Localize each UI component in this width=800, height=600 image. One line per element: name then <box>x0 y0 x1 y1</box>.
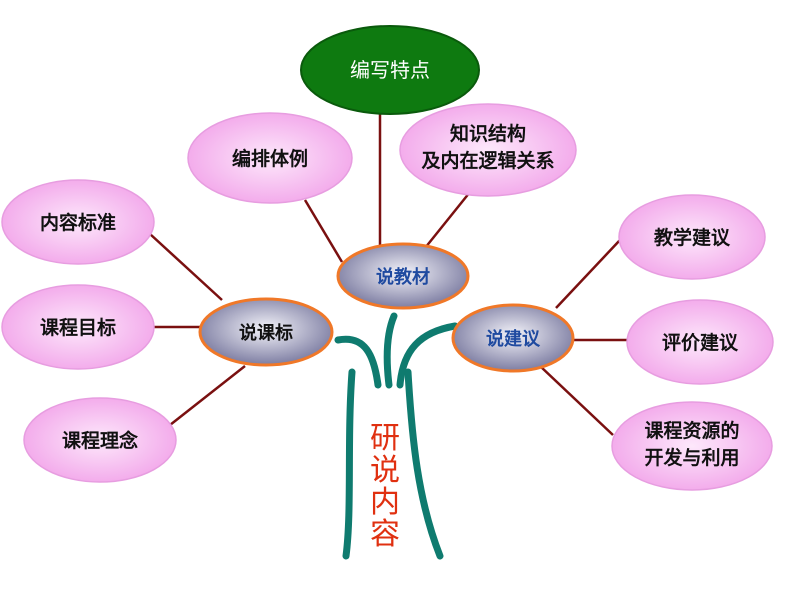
connectors <box>149 112 627 436</box>
trunk-char-2: 说 <box>370 453 400 488</box>
trunk-left-outer <box>342 368 356 560</box>
node-mubiao[interactable]: 课程目标 <box>1 284 155 370</box>
leaf-shape <box>626 299 774 385</box>
leaf-shape <box>187 112 353 204</box>
tree-trunk <box>334 312 459 560</box>
node-linian[interactable]: 课程理念 <box>23 397 177 483</box>
leaf-label-line-2: 开发与利用 <box>644 446 739 469</box>
leaf-label-line-1: 内容标准 <box>40 211 116 234</box>
node-jiaoxue[interactable]: 教学建议 <box>618 194 766 280</box>
hub-label: 说建议 <box>486 328 541 350</box>
hub-shape <box>198 297 334 367</box>
hub-shape <box>451 303 575 373</box>
leaf-shape <box>399 103 577 197</box>
trunk-char-4: 容 <box>370 517 400 552</box>
leaf-label-line-1: 评价建议 <box>662 331 739 354</box>
leaf-label-line-1: 课程目标 <box>40 317 116 339</box>
leaf-shape <box>618 194 766 280</box>
trunk-label: 研 说 内 容 <box>370 421 400 552</box>
node-top-bianxie[interactable]: 编写特点 <box>300 25 480 115</box>
leaf-shape <box>1 284 155 370</box>
connector-jiaoxue-jianyi <box>555 239 621 309</box>
node-top-label: 编写特点 <box>350 58 430 82</box>
leaf-shape <box>1 179 155 265</box>
connector-linian-kebiao <box>169 365 246 426</box>
hub-label: 说课标 <box>239 322 293 344</box>
node-pingjia[interactable]: 评价建议 <box>626 299 774 385</box>
leaf-shape <box>611 401 773 491</box>
hub-shape <box>336 242 470 310</box>
connector-ziyuan-jianyi <box>539 365 614 436</box>
node-ziyuan[interactable]: 课程资源的 开发与利用 <box>611 401 773 491</box>
hub-label: 说教材 <box>376 266 430 288</box>
node-zhishi[interactable]: 知识结构 及内在逻辑关系 <box>399 103 577 197</box>
trunk-branch-left <box>334 335 382 389</box>
leaf-shape <box>23 397 177 483</box>
hub-jiaocai[interactable]: 说教材 <box>336 242 470 310</box>
connector-bianpai-jiaocai <box>303 199 344 263</box>
trunk-branch-right <box>396 322 459 389</box>
connector-neirong-kebiao <box>149 233 223 301</box>
leaf-label-line-1: 教学建议 <box>654 226 731 249</box>
trunk-char-3: 内 <box>370 485 400 520</box>
leaf-label-line-1: 课程理念 <box>62 429 138 452</box>
node-top-shape <box>300 25 480 115</box>
node-neirong[interactable]: 内容标准 <box>1 179 155 265</box>
hub-kebiao[interactable]: 说课标 <box>198 297 334 367</box>
trunk-branch-middle <box>383 312 398 389</box>
node-bianpai[interactable]: 编排体例 <box>187 112 353 204</box>
trunk-right-outer <box>404 368 444 560</box>
connector-zhishi-jiaocai <box>424 191 471 249</box>
leaf-label-line-1: 编排体例 <box>232 147 308 170</box>
leaf-label-line-1: 课程资源的 <box>644 419 739 442</box>
leaf-label-line-1: 知识结构 <box>450 122 526 145</box>
trunk-char-1: 研 <box>370 421 400 456</box>
hub-jianyi[interactable]: 说建议 <box>451 303 575 373</box>
leaf-label-line-2: 及内在逻辑关系 <box>421 149 554 172</box>
